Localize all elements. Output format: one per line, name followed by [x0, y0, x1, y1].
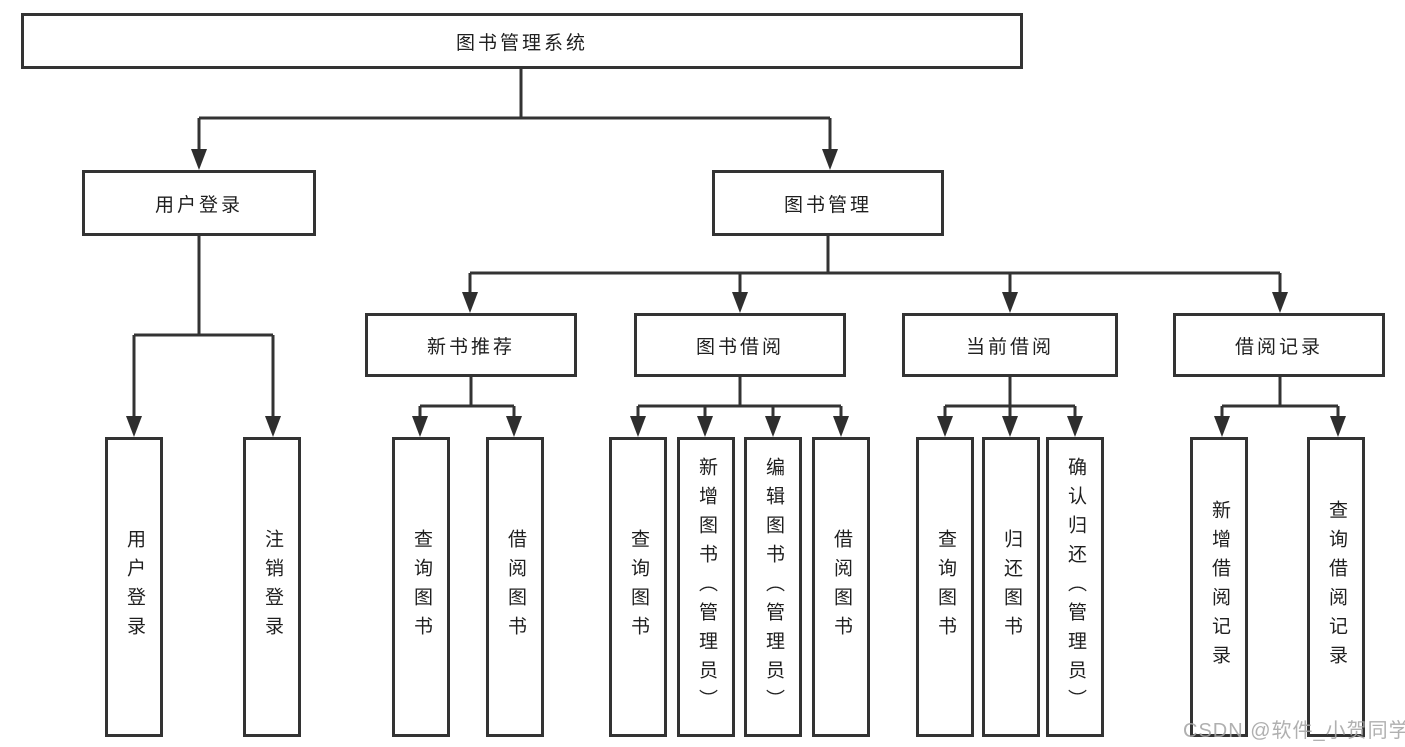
node-user-login-leaf: 用户登录: [105, 437, 163, 737]
arrow-to-logout: [265, 416, 281, 437]
node-add-book-admin: 新增图书（管理员）: [677, 437, 735, 737]
arrow-to-borrow-records: [1272, 292, 1288, 313]
node-borrow-books-1: 借阅图书: [486, 437, 544, 737]
arrow-to-new-book-recommend: [462, 292, 478, 313]
node-edit-book-admin: 编辑图书（管理员）: [744, 437, 802, 737]
node-book-borrow: 图书借阅: [634, 313, 846, 377]
node-user-login: 用户登录: [82, 170, 316, 236]
node-current-borrow: 当前借阅: [902, 313, 1118, 377]
node-query-books-1: 查询图书: [392, 437, 450, 737]
connector-new-book-children: [418, 377, 516, 420]
connector-book-management-children: [468, 236, 1282, 296]
node-new-book-recommend: 新书推荐: [365, 313, 577, 377]
node-add-borrow-record: 新增借阅记录: [1190, 437, 1248, 737]
node-borrow-records: 借阅记录: [1173, 313, 1385, 377]
arrow-to-query-books-3: [937, 416, 953, 437]
node-confirm-return-admin: 确认归还（管理员）: [1046, 437, 1104, 737]
arrow-to-user-login-leaf: [126, 416, 142, 437]
connector-current-borrow-children: [943, 377, 1077, 420]
arrow-to-query-books-2: [630, 416, 646, 437]
node-book-management: 图书管理: [712, 170, 944, 236]
arrow-to-query-borrow-record: [1330, 416, 1346, 437]
node-root: 图书管理系统: [21, 13, 1023, 69]
arrow-to-book-borrow: [732, 292, 748, 313]
arrow-to-add-borrow-record: [1214, 416, 1230, 437]
watermark: CSDN @软件_小贺同学: [1183, 720, 1405, 742]
node-logout: 注销登录: [243, 437, 301, 737]
arrow-to-borrow-books-1: [506, 416, 522, 437]
node-query-borrow-record: 查询借阅记录: [1307, 437, 1365, 737]
arrow-to-current-borrow: [1002, 292, 1018, 313]
node-query-books-3: 查询图书: [916, 437, 974, 737]
arrow-to-user-login: [191, 149, 207, 170]
node-return-book: 归还图书: [982, 437, 1040, 737]
node-borrow-books-2: 借阅图书: [812, 437, 870, 737]
connector-root-to-level2: [197, 67, 832, 152]
arrow-to-borrow-books-2: [833, 416, 849, 437]
connector-borrow-records-children: [1220, 377, 1340, 420]
connector-book-borrow-children: [636, 377, 843, 420]
arrow-to-edit-book: [765, 416, 781, 437]
node-query-books-2: 查询图书: [609, 437, 667, 737]
arrow-to-return-book: [1002, 416, 1018, 437]
arrow-to-add-book: [697, 416, 713, 437]
connector-user-login-children: [132, 236, 275, 420]
arrow-to-query-books-1: [412, 416, 428, 437]
arrow-to-confirm-return: [1067, 416, 1083, 437]
arrow-to-book-management: [822, 149, 838, 170]
